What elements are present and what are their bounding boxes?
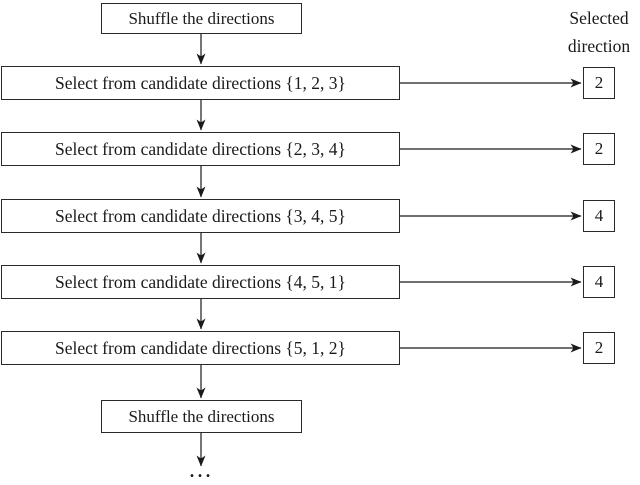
- selected-value-box-row3: 4: [583, 200, 615, 232]
- selected-value-box-row4: 4: [583, 266, 615, 298]
- select-box-row3: Select from candidate directions {3, 4, …: [1, 199, 400, 233]
- select-box-row2: Select from candidate directions {2, 3, …: [1, 132, 400, 166]
- selected-value-box-row1: 2: [583, 67, 615, 99]
- select-box-row4-label: Select from candidate directions {4, 5, …: [55, 271, 346, 292]
- selected-direction-header: Selected direction: [556, 4, 640, 60]
- selected-direction-header-line1: Selected: [569, 8, 629, 28]
- shuffle-box-top: Shuffle the directions: [101, 3, 302, 34]
- selected-value-row1: 2: [594, 73, 604, 92]
- select-box-row2-label: Select from candidate directions {2, 3, …: [55, 138, 346, 159]
- selected-value-row4: 4: [594, 272, 604, 291]
- select-box-row1: Select from candidate directions {1, 2, …: [1, 66, 400, 100]
- select-box-row5-label: Select from candidate directions {5, 1, …: [55, 337, 346, 358]
- select-box-row5: Select from candidate directions {5, 1, …: [1, 331, 400, 365]
- selected-direction-header-line2: direction: [567, 36, 631, 56]
- shuffle-box-bottom: Shuffle the directions: [101, 400, 302, 433]
- select-box-row4: Select from candidate directions {4, 5, …: [1, 265, 400, 299]
- continuation-ellipsis: ...: [189, 457, 213, 483]
- selected-value-row5: 2: [594, 338, 604, 357]
- shuffle-box-top-label: Shuffle the directions: [128, 8, 275, 28]
- shuffle-box-bottom-label: Shuffle the directions: [128, 406, 275, 426]
- selected-value-row3: 4: [594, 206, 604, 225]
- select-box-row1-label: Select from candidate directions {1, 2, …: [55, 72, 346, 93]
- selected-value-box-row5: 2: [583, 332, 615, 364]
- selected-value-box-row2: 2: [583, 133, 615, 165]
- selected-value-row2: 2: [594, 139, 604, 158]
- select-box-row3-label: Select from candidate directions {3, 4, …: [55, 205, 346, 226]
